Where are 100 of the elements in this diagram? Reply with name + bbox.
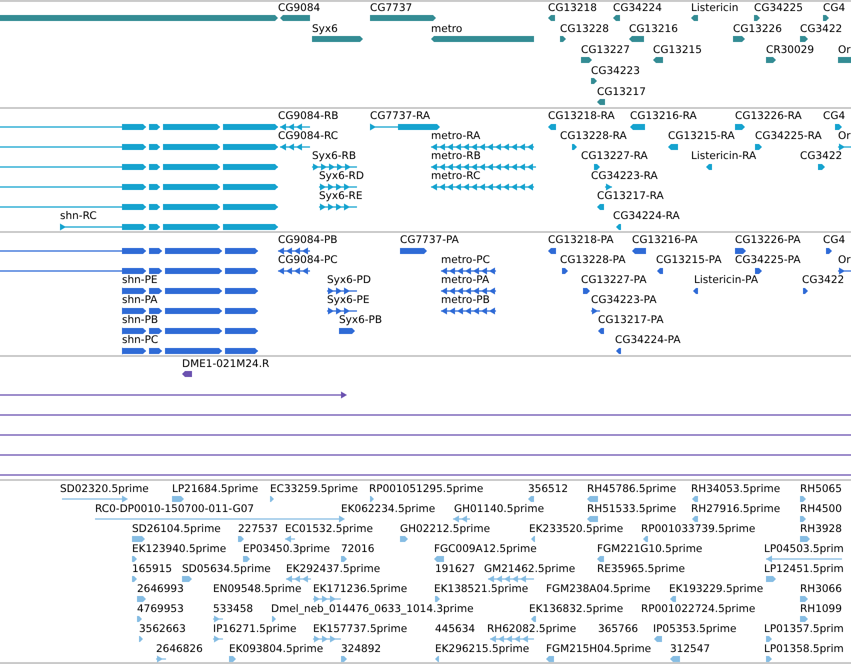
feature-label: CG3422 — [800, 22, 842, 36]
feature-label: GM21462.5prime — [484, 562, 576, 576]
feature-label: CG3422 — [802, 273, 844, 287]
feature-label: CG13216-RA — [630, 109, 697, 123]
feature-label: CG34225-RA — [755, 129, 822, 143]
feature-label: 445634 — [435, 622, 476, 636]
feature-label: CG13228 — [560, 22, 609, 36]
feature-label: EK157737.5prime — [313, 622, 408, 636]
feature-label: GH02212.5prime — [400, 522, 490, 536]
feature-label: Listericin-PA — [694, 273, 758, 287]
feature-label: LP21684.5prime — [172, 482, 258, 496]
feature-label: EK123940.5prime — [132, 542, 226, 556]
feature-label: 227537 — [238, 522, 278, 536]
feature-label: CG13226-PA — [735, 233, 801, 247]
feature-label: CG13228-RA — [560, 129, 627, 143]
feature-label: CG13215-RA — [668, 129, 735, 143]
feature-label: GH01140.5prime — [454, 502, 544, 516]
feature-label: RH4500 — [800, 502, 842, 516]
feature-label: Dmel_neb_014476_0633_1014.3prime — [271, 602, 474, 616]
feature-label: metro-PB — [441, 293, 490, 307]
feature-label: RP001051295.5prime — [369, 482, 484, 496]
feature-label: RH1099 — [800, 602, 842, 616]
feature-label: RH27916.5prime — [691, 502, 780, 516]
feature-label: CG9084-RB — [278, 109, 338, 123]
feature-label: shn-PB — [122, 313, 158, 327]
feature-label: metro-RC — [431, 169, 480, 183]
feature-label: CG13215 — [653, 43, 702, 57]
feature-label: SD05634.5prime — [182, 562, 271, 576]
feature-label: CG13216-PA — [632, 233, 698, 247]
feature-label: Or — [838, 253, 851, 267]
feature-label: 356512 — [528, 482, 568, 496]
feature-label: Syx6-PB — [339, 313, 382, 327]
feature-label: CG4 — [823, 1, 846, 15]
feature-label: RH45786.5prime — [587, 482, 676, 496]
feature-label: CG9084-PC — [278, 253, 338, 267]
feature-label: CG34223-RA — [591, 169, 658, 183]
feature-label: FGC009A12.5prime — [434, 542, 537, 556]
feature-label: EK093804.5prime — [229, 642, 324, 656]
feature-label: RH3928 — [800, 522, 842, 536]
feature-label: EP03450.3prime — [243, 542, 330, 556]
feature-label: FGM238A04.5prime — [546, 582, 650, 596]
feature-label: Syx6-PD — [327, 273, 371, 287]
feature-label: CG34225-PA — [735, 253, 801, 267]
feature-label: CG7737 — [370, 1, 412, 15]
feature-label: Listericin-RA — [691, 149, 756, 163]
feature-label: shn-PC — [122, 333, 158, 347]
feature-label: shn-PA — [122, 293, 158, 307]
feature-label: CG13217-RA — [597, 189, 664, 203]
feature-label: CG3422 — [800, 149, 842, 163]
feature-label: RE35965.5prime — [597, 562, 685, 576]
feature-label: CG13226 — [733, 22, 782, 36]
feature-label: CG13218 — [548, 1, 597, 15]
feature-label: RP001022724.5prime — [641, 602, 756, 616]
feature-label: CG9084-RC — [278, 129, 338, 143]
feature-label: Syx6-RD — [319, 169, 364, 183]
feature-label: 4769953 — [137, 602, 184, 616]
feature-label: LP04503.5prim — [764, 542, 844, 556]
feature-label: SD02320.5prime — [60, 482, 149, 496]
feature-label: 72016 — [341, 542, 374, 556]
feature-label: 324892 — [341, 642, 382, 656]
feature-label: CG9084-PB — [278, 233, 338, 247]
feature-label: 312547 — [670, 642, 710, 656]
feature-label: FGM215H04.5prime — [546, 642, 652, 656]
feature-label: CG13227-PA — [581, 273, 647, 287]
feature-label: 3562663 — [139, 622, 186, 636]
feature-label: Syx6-RE — [319, 189, 362, 203]
feature-label: CG13218-RA — [548, 109, 615, 123]
feature-label: CG13218-PA — [548, 233, 614, 247]
feature-label: RP001033739.5prime — [641, 522, 756, 536]
feature-label: CG34224 — [613, 1, 662, 15]
feature-label: EK171236.5prime — [313, 582, 408, 596]
feature-label: Or — [838, 43, 851, 57]
feature-label: FGM221G10.5prime — [597, 542, 702, 556]
feature-label: CG13227 — [581, 43, 630, 57]
feature-label: CG13228-PA — [560, 253, 626, 267]
feature-label: EK233520.5prime — [529, 522, 624, 536]
feature-label: CG13217-PA — [598, 313, 664, 327]
feature-label: Syx6 — [312, 22, 338, 36]
feature-label: CG34223 — [591, 64, 640, 78]
feature-label: Syx6-RB — [312, 149, 356, 163]
feature-label: 365766 — [598, 622, 638, 636]
feature-label: metro-PC — [441, 253, 490, 267]
feature-label: CG34225 — [754, 1, 803, 15]
feature-label: EC33259.5prime — [270, 482, 358, 496]
feature-label: IP16271.5prime — [213, 622, 296, 636]
feature-label: 191627 — [435, 562, 476, 576]
feature-label: RH34053.5prime — [691, 482, 780, 496]
feature-label: CG4 — [823, 109, 846, 123]
feature-label: CG7737-PA — [400, 233, 459, 247]
feature-label: shn-PE — [122, 273, 158, 287]
feature-label: CG9084 — [278, 1, 320, 15]
feature-label: CG13215-PA — [656, 253, 722, 267]
feature-label: RH62082.5prime — [487, 622, 576, 636]
feature-label: LP01358.5prim — [764, 642, 844, 656]
feature-label: Listericin — [691, 1, 738, 15]
feature-label: CG4 — [823, 233, 846, 247]
feature-label: CG34223-PA — [591, 293, 657, 307]
feature-label: 2646993 — [137, 582, 184, 596]
feature-label: EK296215.5prime — [435, 642, 530, 656]
feature-label: RH3066 — [800, 582, 842, 596]
